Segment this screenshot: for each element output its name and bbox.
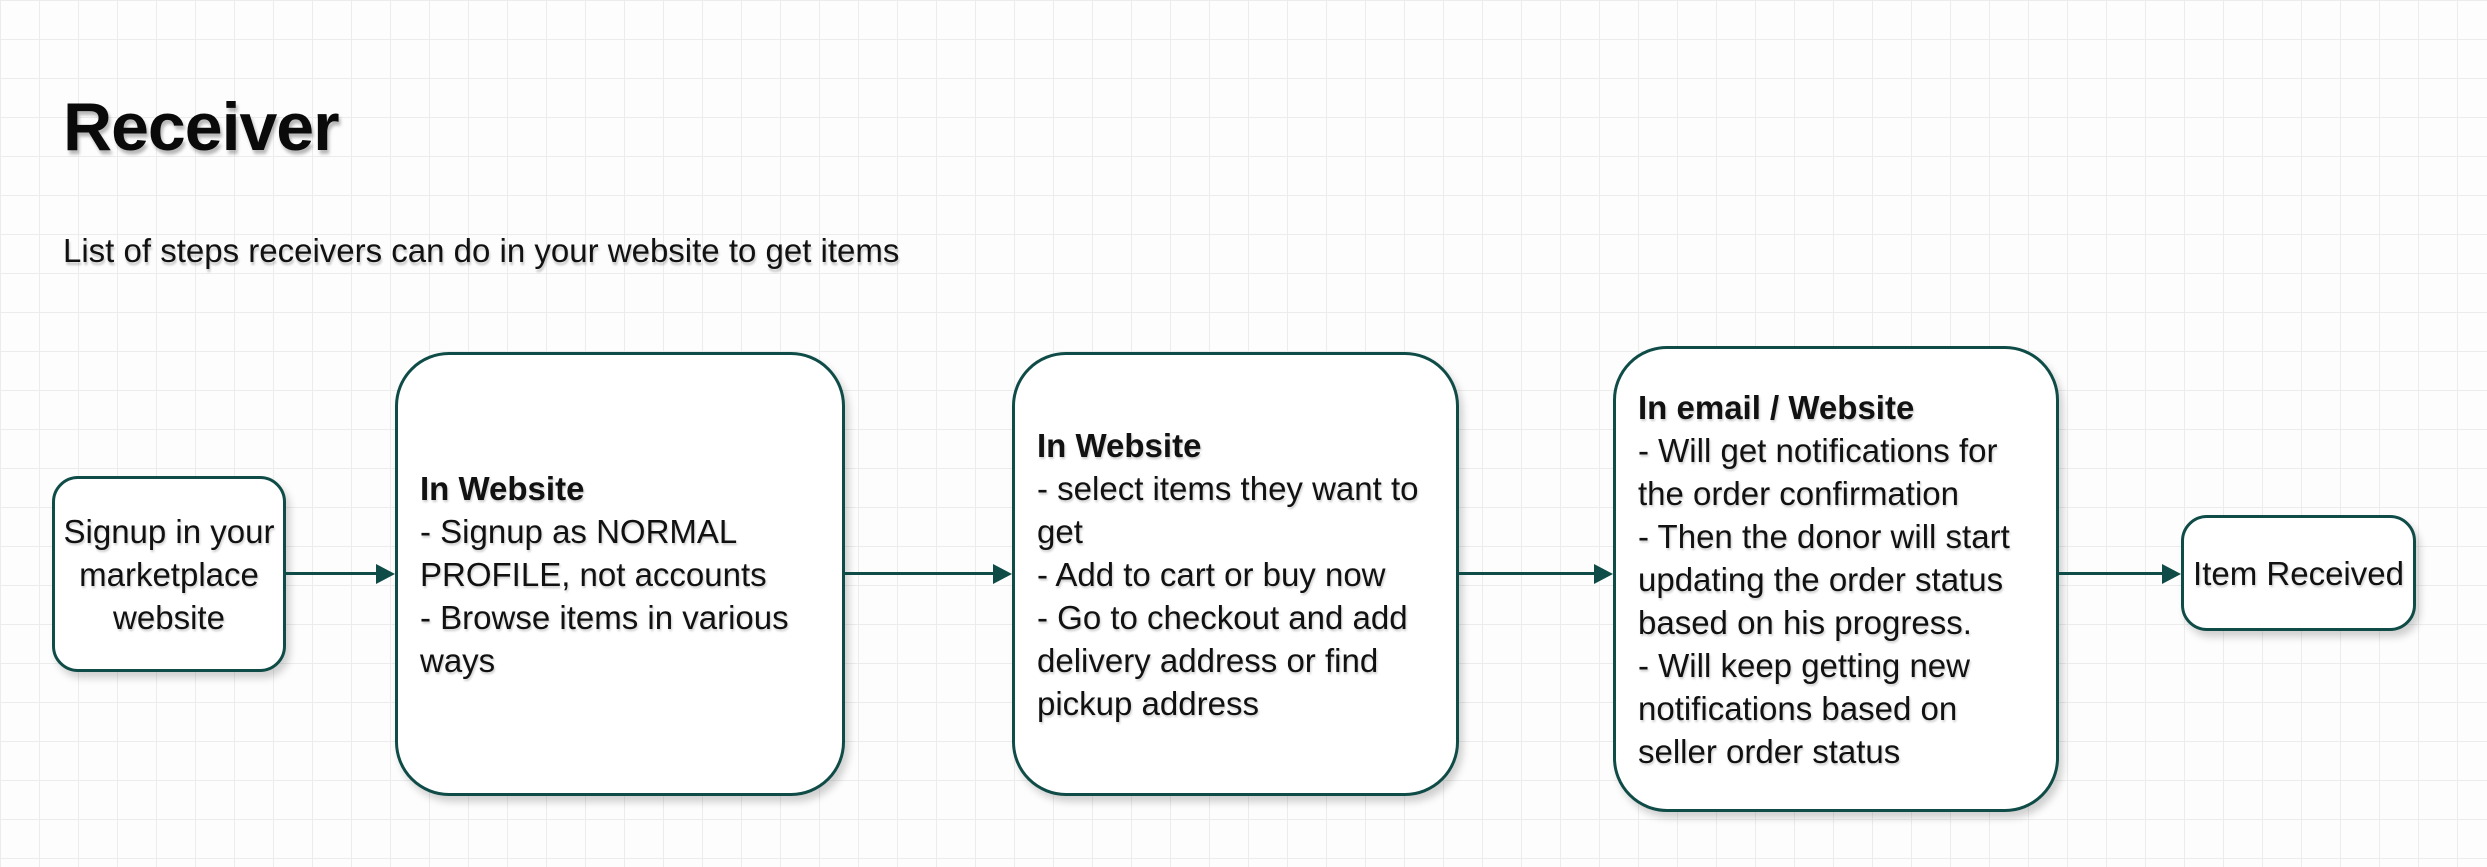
node-website-signup-browse[interactable]: In Website - Signup as NORMAL PROFILE, n… [395,352,845,796]
node-heading: In Website [1037,426,1202,464]
connector-arrow-1[interactable] [286,563,395,584]
connector-arrow-2[interactable] [845,563,1012,584]
node-heading: In Website [420,469,585,507]
node-bullet: - Go to checkout and add delivery addres… [1037,598,1408,722]
node-bullet: - Browse items in various ways [420,598,789,679]
node-bullet: - Will keep getting new notifications ba… [1638,646,1970,770]
node-bullet: - Signup as NORMAL PROFILE, not accounts [420,512,767,593]
connector-arrow-3[interactable] [1459,563,1613,584]
node-text: Item Received [2193,554,2404,592]
node-heading: In email / Website [1638,388,1915,426]
node-email-notifications[interactable]: In email / Website - Will get notificati… [1613,346,2059,812]
node-content: In Website - select items they want to g… [1037,424,1440,725]
page-subtitle[interactable]: List of steps receivers can do in your w… [63,232,900,269]
node-content: In email / Website - Will get notificati… [1638,386,2040,773]
connector-arrow-4[interactable] [2059,563,2181,584]
node-website-select-checkout[interactable]: In Website - select items they want to g… [1012,352,1459,796]
page-title[interactable]: Receiver [63,89,340,165]
node-bullet: - Add to cart or buy now [1037,555,1386,593]
node-bullet: - select items they want to get [1037,469,1419,550]
node-bullet: - Then the donor will start updating the… [1638,517,2010,641]
node-content: In Website - Signup as NORMAL PROFILE, n… [420,467,826,682]
node-signup-marketplace[interactable]: Signup in your marketplace website [52,476,286,672]
node-item-received[interactable]: Item Received [2181,515,2416,631]
node-bullet: - Will get notifications for the order c… [1638,431,1998,512]
node-text: Signup in your marketplace website [63,512,275,636]
